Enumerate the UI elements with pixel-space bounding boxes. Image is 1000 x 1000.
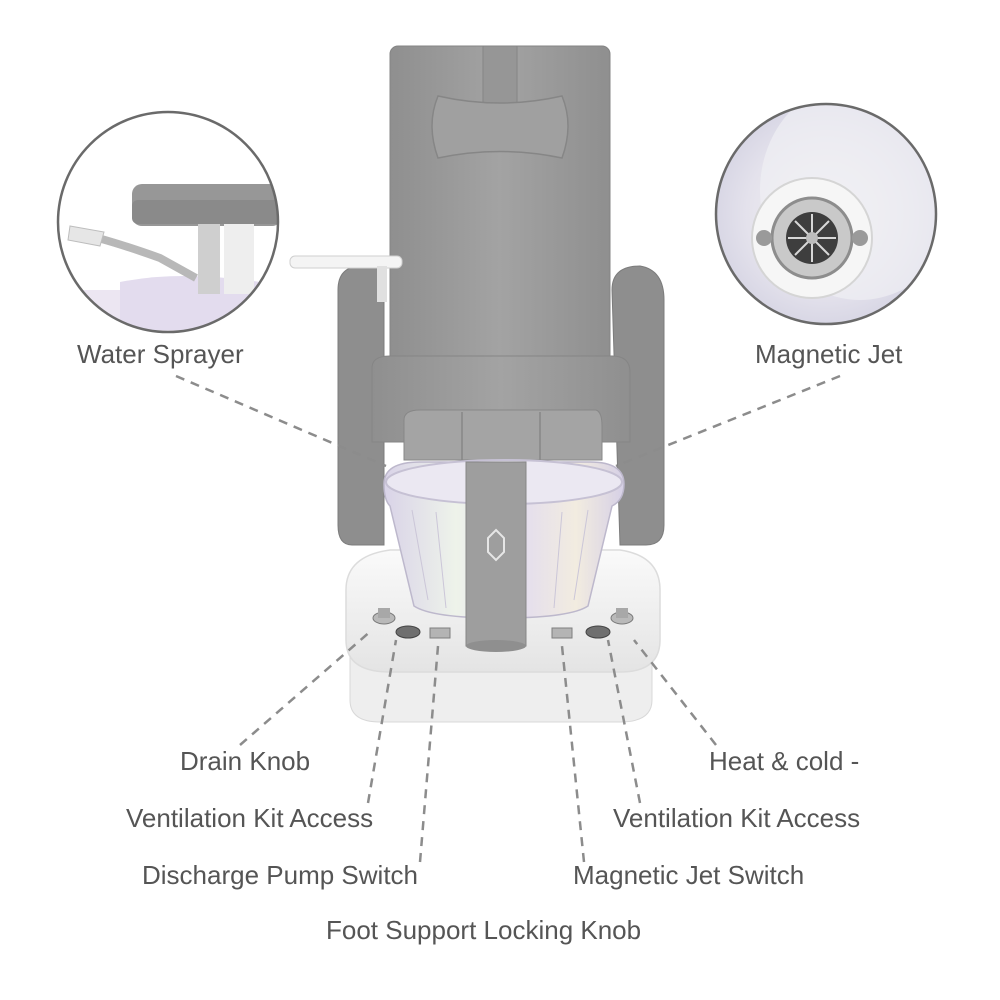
- ventilation-kit-left[interactable]: [395, 625, 421, 639]
- leader-magnetic-jet: [615, 374, 841, 468]
- magnetic-jet-inset: [714, 102, 938, 326]
- label-foot-support-locking-knob: Foot Support Locking Knob: [326, 915, 642, 945]
- label-ventilation-kit-left: Ventilation Kit Access: [126, 803, 374, 833]
- leader-magnetic-jet-switch: [560, 645, 586, 863]
- label-ventilation-kit-right: Ventilation Kit Access: [613, 803, 861, 833]
- leader-water-sprayer: [175, 374, 387, 468]
- leader-lines: [175, 374, 841, 863]
- label-heat-cold: Heat & cold -: [709, 746, 860, 776]
- leader-drain-knob: [239, 629, 373, 746]
- label-discharge-pump-switch: Discharge Pump Switch: [142, 860, 418, 890]
- base-knobs: [372, 608, 634, 639]
- heat-cold-knob[interactable]: [610, 608, 634, 625]
- label-water-sprayer: Water Sprayer: [77, 339, 244, 369]
- leader-discharge-pump: [418, 645, 440, 863]
- center-column: [465, 461, 527, 652]
- ventilation-kit-right[interactable]: [585, 625, 611, 639]
- drain-knob[interactable]: [372, 608, 396, 625]
- discharge-pump-switch[interactable]: [429, 627, 451, 639]
- magnetic-jet-switch[interactable]: [551, 627, 573, 639]
- seat-cushion: [371, 355, 631, 461]
- leader-heat-cold: [633, 639, 717, 746]
- leader-ventilation-right: [606, 639, 642, 804]
- armrests: [289, 255, 665, 546]
- label-drain-knob: Drain Knob: [180, 746, 311, 776]
- label-magnetic-jet: Magnetic Jet: [755, 339, 903, 369]
- leader-ventilation-left: [366, 639, 398, 804]
- label-magnetic-jet-switch: Magnetic Jet Switch: [573, 860, 805, 890]
- backrest: [389, 45, 611, 377]
- water-sprayer-inset: [56, 110, 280, 334]
